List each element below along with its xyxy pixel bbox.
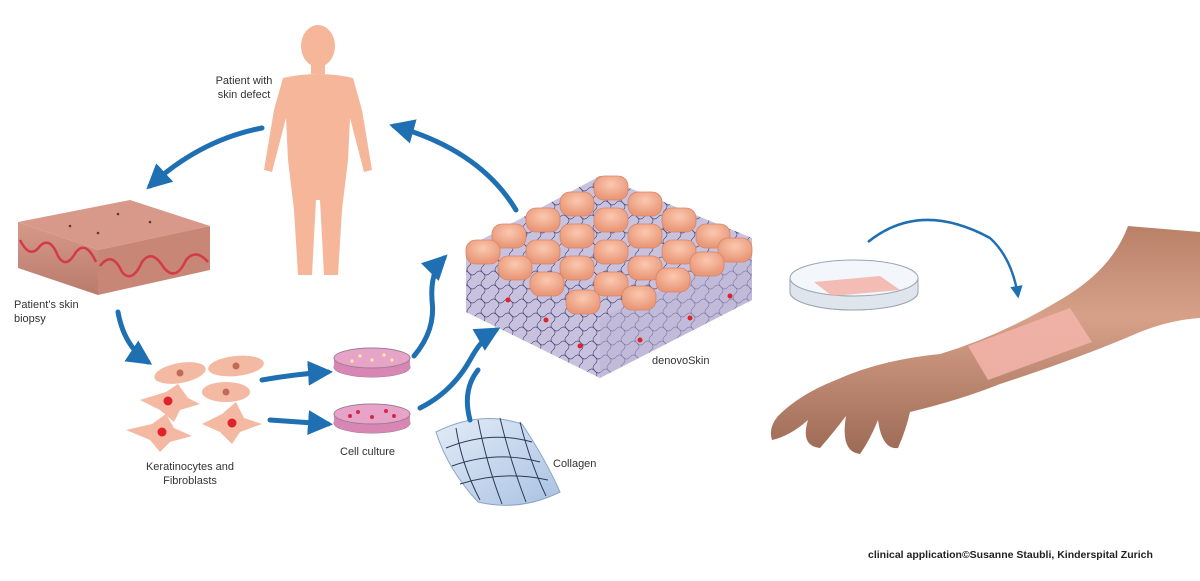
image-credit: clinical application©Susanne Staubli, Ki… (868, 549, 1153, 561)
denovoskin-block (465, 175, 753, 378)
arm-with-graft (770, 226, 1200, 454)
arrow-cells-to-dish-bottom (267, 410, 333, 436)
label-cells: Keratinocytes and Fibroblasts (145, 461, 235, 487)
arrow-dish-bottom-to-skin (417, 327, 501, 411)
cells-cluster (126, 355, 264, 452)
arrow-dish-top-to-skin (411, 254, 448, 359)
graft-dish (789, 259, 919, 311)
arrow-dish-to-arm (867, 218, 1023, 299)
label-collagen: Collagen (553, 458, 597, 470)
label-biopsy: Patient’s skin biopsy (14, 299, 79, 325)
label-patient: Patient with skin defect (215, 75, 273, 101)
culture-dish-bottom (333, 403, 411, 434)
arrow-patient-to-biopsy (146, 125, 265, 190)
skin-biopsy-block (18, 200, 210, 295)
arrow-skin-to-patient (389, 119, 519, 213)
arrow-biopsy-to-cells (115, 309, 153, 365)
label-culture: Cell culture (340, 446, 396, 458)
label-denovoskin: denovoSkin (652, 355, 710, 367)
culture-dish-top (333, 347, 411, 378)
process-arrows (115, 119, 519, 436)
patient-body-icon (264, 25, 372, 275)
collagen-sheet (435, 417, 561, 506)
arrow-collagen-to-skin (464, 367, 481, 423)
arrow-cells-to-dish-top (259, 360, 333, 386)
